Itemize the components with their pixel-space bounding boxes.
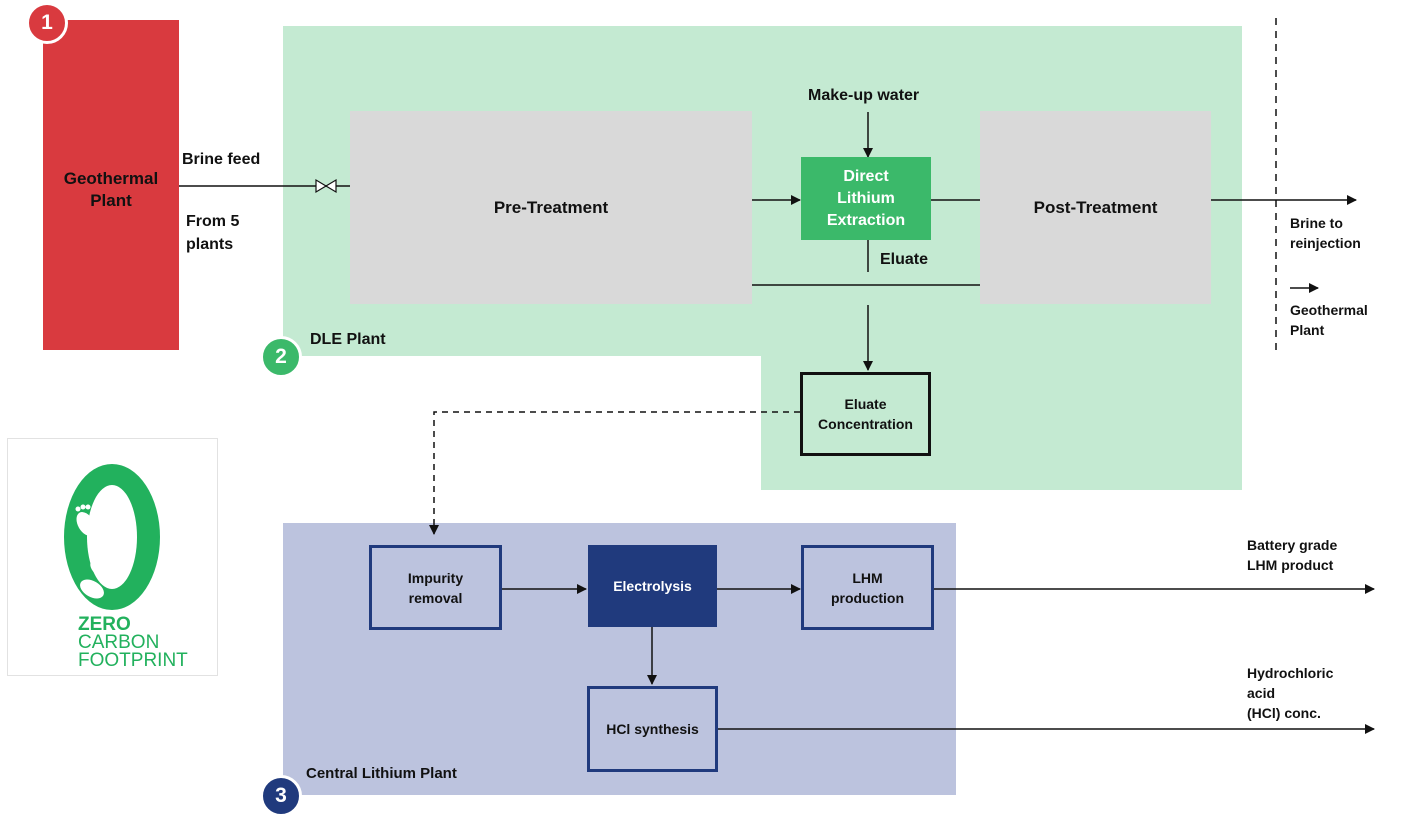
badge-geothermal: 1 [26,2,68,44]
footprint-zero-icon [64,464,160,610]
valve-icon [315,178,337,194]
badge-central-plant: 3 [260,775,302,817]
makeup-water-label: Make-up water [808,87,920,104]
dle-plant-label: DLE Plant [310,331,386,348]
logo-line-zero: ZERO [78,614,131,635]
impurity-removal-box[interactable]: Impurity removal [369,545,502,630]
eluate-to-impurity-dashed-arrow [429,411,800,535]
logo-line-carbon: CARBON [78,632,160,653]
battery-grade-label: Battery grade LHM product [1247,537,1338,573]
brine-reinjection-label: Brine to reinjection [1290,215,1361,251]
eluate-concentration-box[interactable]: Eluate Concentration [800,372,931,456]
post-treatment-box[interactable]: Post-Treatment [980,111,1211,304]
brine-feed-label: Brine feed [182,151,261,168]
electrolysis-box[interactable]: Electrolysis [588,545,717,627]
geothermal-plant-zone [43,20,179,350]
from-plants-label: From 5 plants [186,213,240,253]
logo-line-footprint: FOOTPRINT [78,650,188,671]
lhm-production-box[interactable]: LHM production [801,545,934,630]
hcl-synthesis-box[interactable]: HCl synthesis [587,686,718,772]
hydrochloric-acid-label: Hydrochloric acid (HCl) conc. [1247,665,1334,721]
geothermal-plant-output-label: Geothermal Plant [1290,302,1368,338]
eluate-label: Eluate [880,251,929,268]
pre-treatment-box[interactable]: Pre-Treatment [350,111,752,304]
direct-lithium-extraction-box[interactable]: Direct Lithium Extraction [801,157,931,240]
central-lithium-plant-label: Central Lithium Plant [306,765,457,782]
geothermal-plant-label: Geothermal Plant [63,169,159,210]
zero-carbon-footprint-logo: ZERO CARBON FOOTPRINT [7,438,218,676]
badge-dle-plant: 2 [260,336,302,378]
